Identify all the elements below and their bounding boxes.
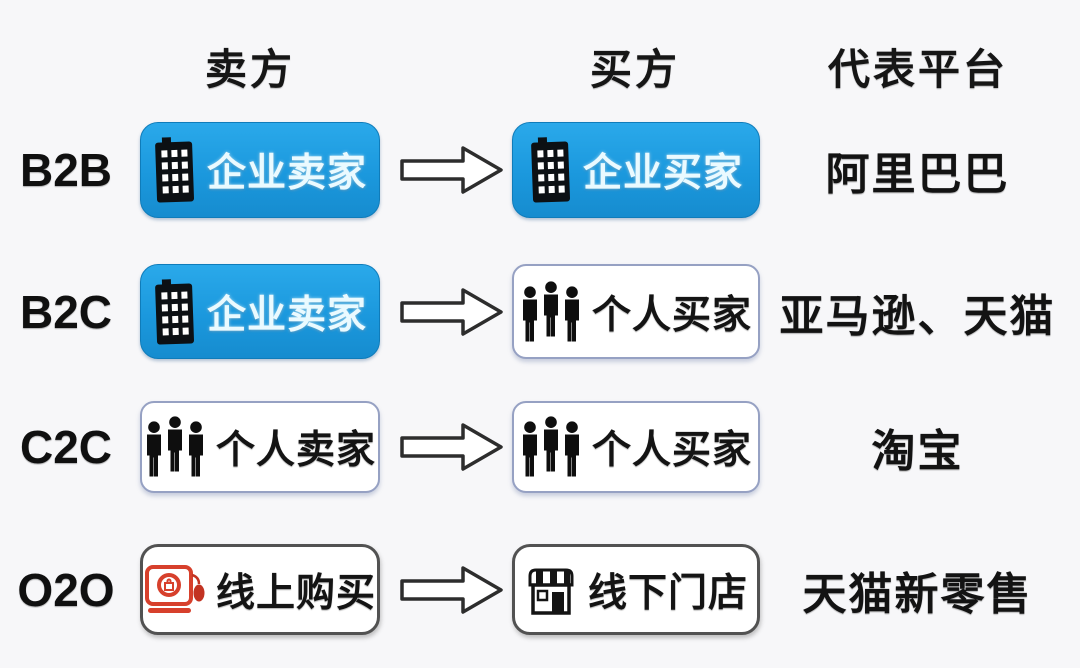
arrow-right-icon (399, 144, 505, 196)
seller-box-label: 线上购买 (215, 571, 376, 615)
model-label-b2c: B2C (19, 285, 113, 338)
platform-label: 亚马逊、天猫 (779, 291, 1056, 341)
seller-box-label: 企业卖家 (206, 152, 367, 195)
buyer-box-individual: 个人买家 (512, 401, 760, 493)
buyer-box-label: 个人买家 (591, 293, 752, 337)
online-computer-icon (144, 563, 206, 617)
building-icon (529, 136, 573, 203)
buyer-box-label: 线下门店 (587, 571, 748, 615)
platform-label: 天猫新零售 (802, 569, 1033, 619)
platform-label: 阿里巴巴 (825, 150, 1010, 199)
seller-box-label: 企业卖家 (206, 293, 367, 337)
seller-box-enterprise: 企业卖家 (140, 264, 380, 359)
buyer-box-offline-store: 线下门店 (512, 544, 760, 635)
column-header-seller: 卖方 (204, 46, 295, 93)
arrow-right-icon (399, 564, 505, 616)
people-icon (520, 281, 582, 343)
buyer-box-label: 企业买家 (582, 152, 743, 195)
model-label-b2b: B2B (19, 144, 113, 196)
people-icon (144, 416, 206, 478)
seller-box-individual: 个人卖家 (140, 401, 380, 493)
row-b2b: B2B 企业卖家 企业买家 阿里巴巴 (0, 122, 1080, 218)
row-o2o: O2O 线上购买 线下门店 天猫新零售 (0, 544, 1080, 635)
building-icon (153, 136, 197, 203)
seller-box-online: 线上购买 (140, 544, 380, 635)
storefront-icon (524, 563, 578, 617)
people-icon (520, 416, 582, 478)
building-icon (153, 277, 197, 345)
buyer-box-enterprise: 企业买家 (512, 122, 760, 218)
arrow-right-icon (399, 421, 505, 473)
buyer-box-label: 个人买家 (591, 429, 752, 472)
row-c2c: C2C 个人卖家 个人买家 淘宝 (0, 401, 1080, 493)
seller-box-enterprise: 企业卖家 (140, 122, 380, 218)
column-header-platform: 代表平台 (827, 46, 1008, 93)
row-b2c: B2C 企业卖家 个人买家 亚马逊、天猫 (0, 264, 1080, 359)
seller-box-label: 个人卖家 (215, 429, 376, 472)
column-header-buyer: 买方 (589, 46, 680, 93)
model-label-o2o: O2O (17, 563, 115, 616)
platform-label: 淘宝 (871, 427, 964, 476)
buyer-box-individual: 个人买家 (512, 264, 760, 359)
model-label-c2c: C2C (19, 421, 113, 473)
arrow-right-icon (399, 286, 505, 338)
